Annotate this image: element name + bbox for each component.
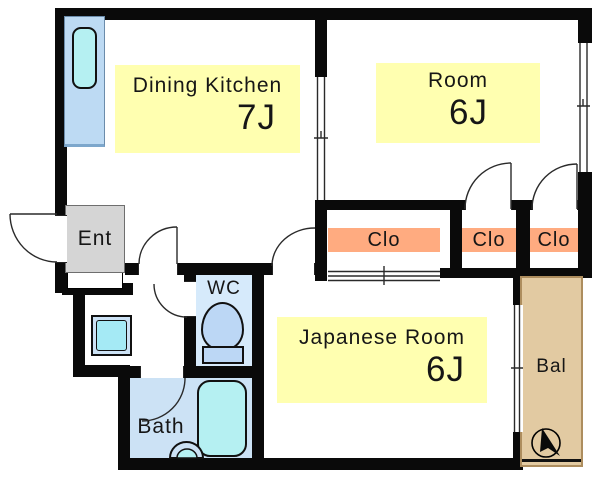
toilet-label: WC bbox=[207, 278, 241, 299]
dk-hall-door-opening bbox=[138, 263, 178, 275]
wall-wc-bottom bbox=[184, 366, 253, 378]
entrance-door-arc bbox=[9, 213, 58, 263]
closet1-sliding-door-lines bbox=[328, 266, 440, 285]
bath-door-opening bbox=[140, 366, 184, 378]
entrance-door-opening bbox=[55, 215, 67, 263]
wall-balcony-bottom bbox=[513, 432, 523, 470]
dining-kitchen-label: Dining Kitchen 7J bbox=[115, 65, 300, 153]
balcony-label: Bal bbox=[536, 356, 567, 377]
wall-closet-divider-1 bbox=[450, 210, 462, 278]
washing-machine-tub bbox=[96, 320, 127, 351]
dk-japanese-door-arc bbox=[271, 227, 316, 267]
wall-dk-bottom-left bbox=[125, 263, 138, 275]
closet-3-label: Clo bbox=[530, 228, 578, 252]
bath-label: Bath bbox=[137, 415, 185, 438]
balcony-bottom-line bbox=[522, 459, 581, 462]
dining-kitchen-size: 7J bbox=[237, 98, 276, 137]
room-name: Room bbox=[427, 69, 489, 92]
closet-1-label: Clo bbox=[328, 228, 440, 252]
kitchen-sink bbox=[72, 27, 97, 89]
wall-bath-top bbox=[130, 366, 140, 378]
toilet-tank bbox=[202, 346, 244, 364]
wall-left-middle bbox=[73, 293, 85, 377]
wall-balcony-top bbox=[513, 268, 523, 305]
japanese-room-name: Japanese Room bbox=[299, 326, 465, 349]
wall-bottom bbox=[118, 458, 523, 470]
wall-right-lower bbox=[578, 172, 592, 273]
wc-door-opening bbox=[184, 281, 196, 317]
window-mid-opening bbox=[315, 77, 327, 200]
wall-left-jog-lower bbox=[73, 365, 130, 377]
closet-2-label: Clo bbox=[462, 228, 516, 252]
wall-dk-bottom-mid bbox=[178, 263, 272, 275]
wall-room-bottom bbox=[327, 200, 465, 210]
wall-wc-right bbox=[252, 263, 264, 470]
window-right-opening bbox=[578, 43, 592, 172]
wall-mid-upper bbox=[315, 8, 327, 77]
bathtub bbox=[197, 380, 247, 457]
japanese-room-size: 6J bbox=[426, 350, 465, 389]
wc-door-arc bbox=[153, 283, 188, 318]
wall-left-lower bbox=[118, 377, 130, 470]
entrance-area bbox=[65, 205, 125, 273]
entrance-label: Ent bbox=[77, 227, 113, 250]
japanese-room-label: Japanese Room 6J bbox=[277, 317, 487, 403]
wall-closet-divider-2 bbox=[516, 210, 530, 278]
wall-right-upper bbox=[578, 8, 592, 43]
dk-hall-door-arc bbox=[138, 226, 178, 265]
toilet-bowl bbox=[201, 302, 244, 350]
wall-wc-left-lower bbox=[184, 317, 196, 367]
wall-mid-lower bbox=[315, 200, 327, 281]
wall-wc-left-upper bbox=[184, 275, 196, 281]
dining-kitchen-name: Dining Kitchen bbox=[132, 74, 283, 97]
dk-japanese-door-opening bbox=[272, 263, 315, 275]
room-closet2-door-opening bbox=[465, 200, 512, 210]
room-size: 6J bbox=[449, 93, 488, 132]
room-closet3-door-opening bbox=[532, 200, 578, 210]
wall-room-bottom-stub bbox=[512, 200, 532, 210]
room-label: Room 6J bbox=[376, 63, 540, 143]
entrance-step bbox=[67, 273, 123, 289]
